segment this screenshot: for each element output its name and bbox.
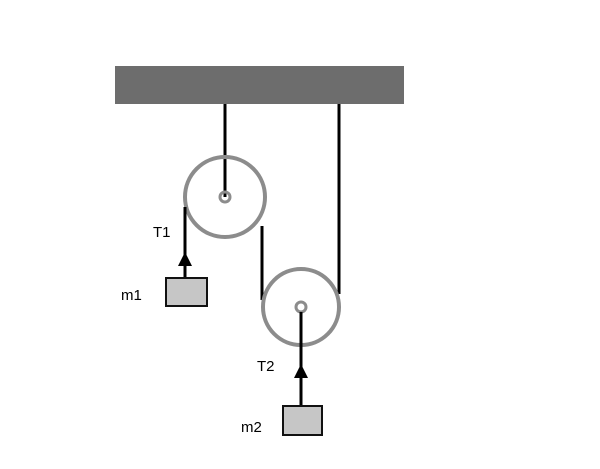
t2-arrow-icon [294,364,308,378]
upper-pulley [183,155,267,239]
mass-m1-label: m1 [121,287,142,304]
mass-m2-block [282,405,323,436]
t1-arrow-icon [178,252,192,266]
ceiling-bar [115,66,404,104]
upper-pulley-axle [218,190,232,204]
tension-t2-label: T2 [257,358,275,375]
lower-pulley-axle [294,300,308,314]
tension-t1-label: T1 [153,224,171,241]
mass-m1-block [165,277,208,307]
mass-m2-label: m2 [241,419,262,436]
